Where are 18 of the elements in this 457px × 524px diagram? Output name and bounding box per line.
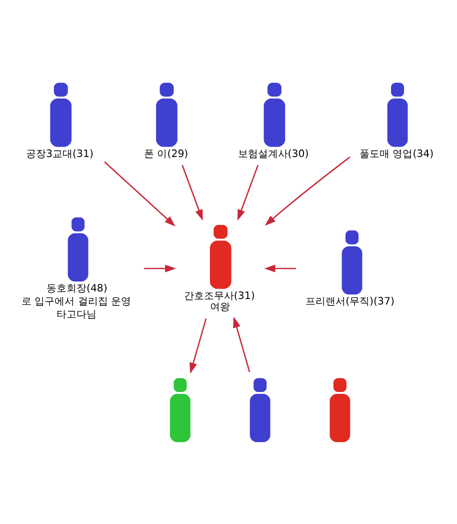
node-label: 공장3교대(31) bbox=[26, 148, 94, 160]
node-label: 간호조무사(31) bbox=[184, 290, 255, 302]
node-label: 동호회장(48) bbox=[46, 284, 108, 295]
arrow bbox=[233, 316, 250, 372]
node-label: 풀도매 영업(34) bbox=[359, 148, 434, 160]
arrow bbox=[182, 164, 203, 221]
node-label: 보험설계사(30) bbox=[238, 148, 309, 160]
node-label: 프리랜서(무직)(37) bbox=[306, 296, 394, 308]
arrow bbox=[190, 318, 207, 374]
arrow bbox=[264, 264, 296, 272]
arrow bbox=[264, 156, 350, 226]
arrow bbox=[237, 164, 259, 221]
arrow bbox=[144, 264, 176, 272]
node-label: 여왕 bbox=[210, 302, 230, 314]
arrow bbox=[104, 161, 176, 227]
node-label: 타고다님 bbox=[56, 310, 97, 321]
node-label: 로 입구에서 걸리집 운영 bbox=[21, 296, 132, 308]
node-label: 폰 이(29) bbox=[144, 148, 188, 160]
